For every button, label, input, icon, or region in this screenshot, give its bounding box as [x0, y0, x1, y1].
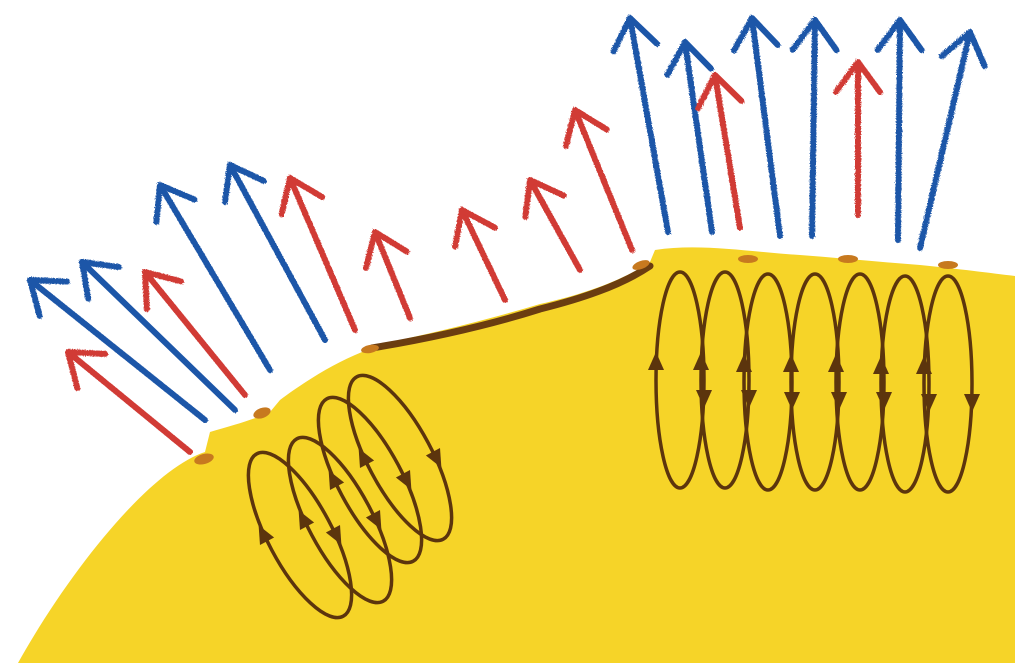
red-field-arrow: [282, 178, 355, 330]
blue-field-arrow: [793, 20, 837, 236]
red-field-arrow: [836, 62, 880, 215]
red-field-arrow: [525, 180, 580, 270]
blue-field-arrow: [30, 280, 205, 420]
surface-spot: [838, 255, 858, 263]
red-field-arrow: [698, 75, 741, 228]
sun-surface: [18, 247, 1015, 663]
blue-field-arrow: [734, 18, 780, 236]
red-field-arrow: [366, 232, 410, 318]
red-field-arrow: [455, 210, 505, 300]
red-field-arrow: [68, 352, 190, 452]
blue-field-arrow: [878, 20, 922, 240]
surface-spot: [738, 255, 758, 263]
blue-field-arrow: [920, 32, 985, 248]
surface-spot: [938, 261, 958, 269]
blue-field-arrow: [614, 18, 668, 232]
red-field-arrow: [566, 110, 632, 250]
blue-field-arrow: [667, 42, 712, 232]
